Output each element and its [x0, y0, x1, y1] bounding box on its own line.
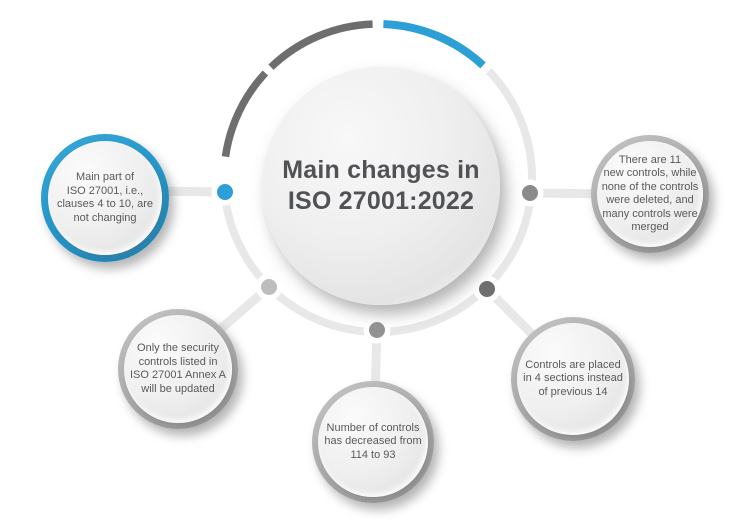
bubble-text-line: Number of controls [326, 421, 420, 434]
node-dot-left [217, 184, 233, 200]
bubble-text-line: in 4 sections instead [523, 372, 623, 385]
ring-arc-light [220, 68, 536, 336]
bubble-text-line: Only the security [137, 342, 219, 354]
bubble-text-line: new controls, while [603, 167, 697, 179]
bubble-annex-a-update: Only the security controls listed in ISO… [118, 309, 238, 429]
bubble-main-part-not-changing-face: Main part of ISO 27001, i.e., clauses 4 … [48, 141, 162, 255]
bubble-four-sections: Controls are placed in 4 sections instea… [511, 317, 635, 441]
ring-arc-dark-lower [221, 70, 269, 158]
bubble-text-line: ISO 27001, i.e., [66, 184, 144, 197]
node-dot-lower-right [479, 281, 495, 297]
bubble-text-line: There are 11 [618, 153, 682, 166]
bubble-text-line: controls listed in [138, 355, 218, 368]
ring-arc-blue [383, 20, 486, 69]
bubble-annex-a-update-face: Only the security controls listed in ISO… [124, 315, 232, 423]
node-dot-bottom [369, 322, 385, 338]
bubble-text-line: not changing [73, 211, 137, 224]
diagram-title-line-1: Main changes in [282, 156, 480, 184]
bubble-text-line: has decreased from [324, 435, 422, 448]
bubble-new-controls-face: There are 11 new controls, while none of… [597, 141, 703, 247]
bubble-four-sections-face: Controls are placed in 4 sections instea… [517, 323, 629, 435]
bubble-text-line: ISO 27001 Annex A [129, 369, 227, 381]
bubble-text-line: 114 to 93 [350, 448, 396, 461]
bubble-new-controls: There are 11 new controls, while none of… [591, 135, 709, 253]
bubble-text-line: many controls were [602, 207, 698, 220]
bubble-text-line: Main part of [75, 171, 135, 183]
central-topic-circle: Main changes in ISO 27001:2022 [262, 67, 500, 305]
bubble-controls-decreased-face: Number of controls has decreased from 11… [318, 387, 428, 497]
bubble-text-line: clauses 4 to 10, are [56, 198, 153, 210]
diagram-title-line-2: ISO 27001:2022 [287, 187, 475, 215]
bubble-text-line: will be updated [141, 382, 215, 395]
diagram-title: Main changes in ISO 27001:2022 [282, 155, 479, 217]
bubble-text-line: of previous 14 [538, 385, 608, 398]
bubble-text-line: merged [631, 221, 669, 233]
ring-arc-dark-upper [268, 20, 373, 70]
bubble-text-line: none of the controls [601, 180, 699, 193]
bubble-text-line: Controls are placed [525, 358, 621, 371]
bubble-text-line: were deleted, and [606, 194, 694, 206]
bubble-main-part-not-changing: Main part of ISO 27001, i.e., clauses 4 … [41, 134, 169, 262]
bubble-controls-decreased: Number of controls has decreased from 11… [312, 381, 434, 503]
node-dot-right [522, 185, 538, 201]
node-dot-lower-left [261, 279, 277, 295]
